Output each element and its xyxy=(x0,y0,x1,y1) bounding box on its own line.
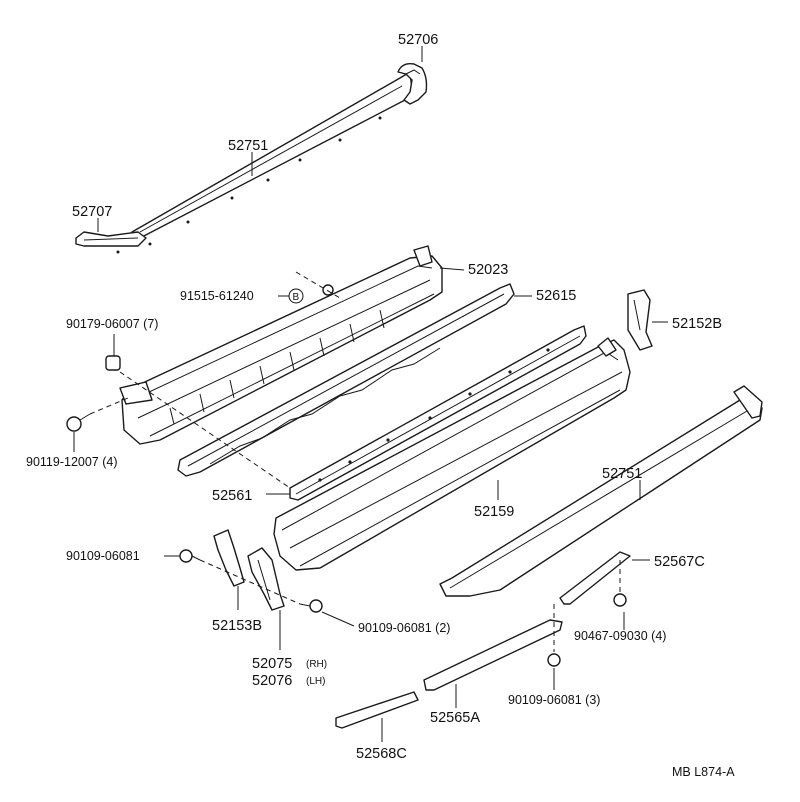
label-90467-09030: 90467-09030 (4) xyxy=(574,629,666,643)
label-52567c: 52567C xyxy=(654,554,705,570)
label-90109-06081-3: 90109-06081 (3) xyxy=(508,693,600,707)
end-cap-52707 xyxy=(75,231,147,247)
bolt-90467 xyxy=(613,593,627,607)
label-52152b: 52152B xyxy=(672,316,722,332)
strip-52568c xyxy=(335,691,419,729)
clip-90179 xyxy=(105,355,121,371)
leader-lines xyxy=(73,46,668,742)
bolt-90109-3 xyxy=(547,653,561,667)
assembly-lines xyxy=(89,271,621,652)
label-52615: 52615 xyxy=(536,288,576,304)
label-52751-right: 52751 xyxy=(602,466,642,482)
label-52751-top: 52751 xyxy=(228,138,268,154)
bolt-90109-2 xyxy=(299,599,323,613)
retainer-52561 xyxy=(289,325,587,501)
label-90179-06007: 90179-06007 (7) xyxy=(66,317,158,331)
label-52159: 52159 xyxy=(474,504,514,520)
label-52075: 52075 xyxy=(252,656,292,672)
label-52565a: 52565A xyxy=(430,710,480,726)
support-52567c xyxy=(559,551,631,605)
label-52075-side: (RH) xyxy=(306,659,327,670)
label-90109-06081-2: 90109-06081 (2) xyxy=(358,621,450,635)
bracket-52153b xyxy=(213,529,245,587)
support-52565a xyxy=(423,619,563,691)
bolt-90109-left xyxy=(179,549,201,563)
bracket-52152b xyxy=(627,289,653,351)
label-52568c: 52568C xyxy=(356,746,407,762)
bolt-90119 xyxy=(66,413,91,432)
label-52561: 52561 xyxy=(212,488,252,504)
stay-52075 xyxy=(247,547,285,611)
molding-52751-top xyxy=(131,71,413,239)
bolt-91515 xyxy=(322,284,334,296)
reinforcement-52023 xyxy=(119,245,443,445)
label-52076-side: (LH) xyxy=(306,676,325,687)
label-90119-12007: 90119-12007 (4) xyxy=(26,455,118,469)
label-91515-61240: 91515-61240 xyxy=(180,289,254,303)
bumper-cover-52159 xyxy=(273,337,631,571)
label-52023: 52023 xyxy=(468,262,508,278)
end-cap-52706 xyxy=(397,62,428,105)
callout-b: B xyxy=(293,292,300,303)
label-52707: 52707 xyxy=(72,204,112,220)
callout-b-circle xyxy=(288,288,304,304)
molding-clip-dots xyxy=(116,116,382,254)
label-52706: 52706 xyxy=(398,32,438,48)
footer-code: MB L874-A xyxy=(672,765,735,779)
absorber-52615 xyxy=(177,283,515,477)
label-90109-06081-left: 90109-06081 xyxy=(66,549,140,563)
label-52076: 52076 xyxy=(252,673,292,689)
label-52153b: 52153B xyxy=(212,618,262,634)
molding-52751-right xyxy=(439,385,763,597)
